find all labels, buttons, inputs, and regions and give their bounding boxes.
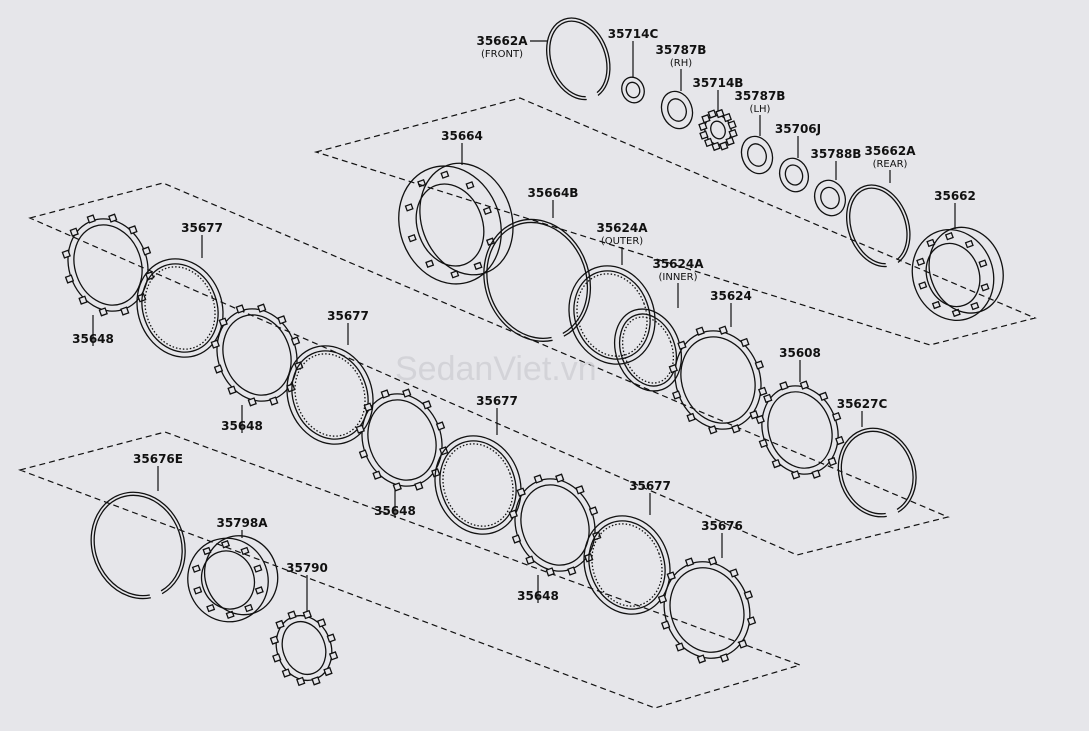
group-outline-upper — [313, 97, 1037, 346]
part-note-label: (LH) — [750, 104, 771, 115]
part-washer-icon — [778, 157, 810, 193]
part-washer-icon — [660, 90, 694, 130]
part-note-label: (REAR) — [873, 159, 908, 170]
part-number-label[interactable]: 35627C — [837, 397, 888, 411]
part-number-label[interactable]: 35677 — [181, 221, 223, 235]
part-snap-ring-icon — [837, 427, 917, 518]
part-clutch-plate-icon — [61, 213, 155, 317]
part-35662a-callout[interactable]: 35662A(FRONT) — [476, 9, 620, 108]
part-washer-icon — [740, 135, 774, 175]
group-outline-middle — [28, 182, 950, 556]
part-35714b-callout[interactable]: 35714B — [693, 76, 744, 155]
part-clutch-plate-icon — [508, 473, 602, 577]
part-35798a-callout[interactable]: 35798A — [176, 516, 289, 633]
part-drum-icon — [398, 162, 514, 285]
part-number-label[interactable]: 35677 — [629, 479, 671, 493]
part-35627c-callout[interactable]: 35627C — [826, 397, 928, 527]
part-washer-icon — [621, 76, 645, 104]
part-friction-ring-icon — [136, 258, 224, 358]
part-washer-icon — [813, 179, 847, 217]
part-number-label[interactable]: 35798A — [216, 516, 268, 530]
part-friction-ring-icon — [434, 435, 522, 535]
part-number-label[interactable]: 35624A — [596, 221, 648, 235]
part-number-label[interactable]: 35787B — [735, 89, 786, 103]
part-number-label[interactable]: 35676E — [133, 452, 183, 466]
part-35648-callout[interactable]: 35648 — [49, 201, 167, 346]
part-friction-ring-icon — [614, 308, 682, 392]
part-friction-ring-icon — [286, 345, 374, 445]
part-35664-callout[interactable]: 35664 — [382, 129, 529, 298]
part-drum-icon — [911, 226, 1004, 321]
part-clutch-plate-icon — [269, 609, 339, 687]
part-clutch-plate-icon — [698, 108, 738, 152]
part-35624a-callout[interactable]: 35624A(OUTER) — [555, 221, 668, 376]
part-35714c-callout[interactable]: 35714C — [608, 27, 659, 106]
part-number-label[interactable]: 35662A — [864, 144, 916, 158]
part-35677-callout[interactable]: 35677 — [273, 309, 386, 456]
part-drum-icon — [187, 535, 279, 623]
part-number-label[interactable]: 35677 — [476, 394, 518, 408]
part-snap-ring-icon — [483, 218, 592, 342]
part-number-label[interactable]: 35676 — [701, 519, 743, 533]
part-35648-callout[interactable]: 35648 — [198, 291, 316, 433]
part-number-label[interactable]: 35664B — [528, 186, 579, 200]
part-number-label[interactable]: 35677 — [327, 309, 369, 323]
part-number-label[interactable]: 35787B — [656, 43, 707, 57]
part-clutch-plate-icon — [355, 388, 449, 492]
part-number-label[interactable]: 35624 — [710, 289, 752, 303]
part-35648-callout[interactable]: 35648 — [343, 376, 461, 518]
part-note-label: (OUTER) — [601, 236, 643, 247]
part-35787b-callout[interactable]: 35787B(LH) — [735, 89, 786, 178]
part-clutch-plate-icon — [668, 325, 768, 435]
part-number-label[interactable]: 35624A — [652, 257, 704, 271]
part-snap-ring-icon — [90, 491, 186, 600]
part-number-label[interactable]: 35788B — [811, 147, 862, 161]
part-note-label: (FRONT) — [481, 49, 523, 60]
part-35676-callout[interactable]: 35676 — [644, 519, 769, 677]
part-35790-callout[interactable]: 35790 — [261, 561, 347, 695]
part-35677-callout[interactable]: 35677 — [123, 221, 236, 369]
part-number-label[interactable]: 35790 — [286, 561, 328, 575]
part-35648-callout[interactable]: 35648 — [496, 461, 614, 603]
part-35608-callout[interactable]: 35608 — [743, 346, 856, 491]
part-friction-ring-icon — [583, 515, 671, 615]
part-clutch-plate-icon — [657, 556, 757, 664]
part-35624-callout[interactable]: 35624 — [655, 289, 781, 448]
part-35706j-callout[interactable]: 35706J — [775, 122, 821, 196]
part-note-label: (RH) — [670, 58, 692, 69]
part-number-label[interactable]: 35714C — [608, 27, 659, 41]
part-snap-ring-icon — [546, 17, 611, 101]
part-35662a-callout[interactable]: 35662A(REAR) — [836, 144, 921, 275]
part-number-label[interactable]: 35662 — [934, 189, 976, 203]
group-outline-lower — [18, 431, 802, 709]
watermark: SedanViet.vn — [395, 350, 597, 388]
part-snap-ring-icon — [846, 184, 911, 268]
part-number-label[interactable]: 35706J — [775, 122, 821, 136]
part-35788b-callout[interactable]: 35788B — [810, 147, 862, 220]
part-35677-callout[interactable]: 35677 — [421, 394, 534, 546]
part-35624a-callout[interactable]: 35624A(INNER) — [604, 257, 705, 400]
part-35664b-callout[interactable]: 35664B — [467, 186, 607, 356]
part-clutch-plate-icon — [210, 303, 304, 407]
part-35676e-callout[interactable]: 35676E — [76, 452, 199, 611]
part-number-label[interactable]: 35664 — [441, 129, 483, 143]
part-35787b-callout[interactable]: 35787B(RH) — [656, 43, 707, 133]
part-number-label[interactable]: 35608 — [779, 346, 821, 360]
part-number-label[interactable]: 35714B — [693, 76, 744, 90]
part-note-label: (INNER) — [659, 272, 698, 283]
part-clutch-plate-icon — [755, 380, 845, 480]
part-35662-callout[interactable]: 35662 — [900, 189, 1016, 332]
part-number-label[interactable]: 35662A — [476, 34, 528, 48]
part-35677-callout[interactable]: 35677 — [570, 479, 683, 626]
part-friction-ring-icon — [568, 265, 656, 365]
